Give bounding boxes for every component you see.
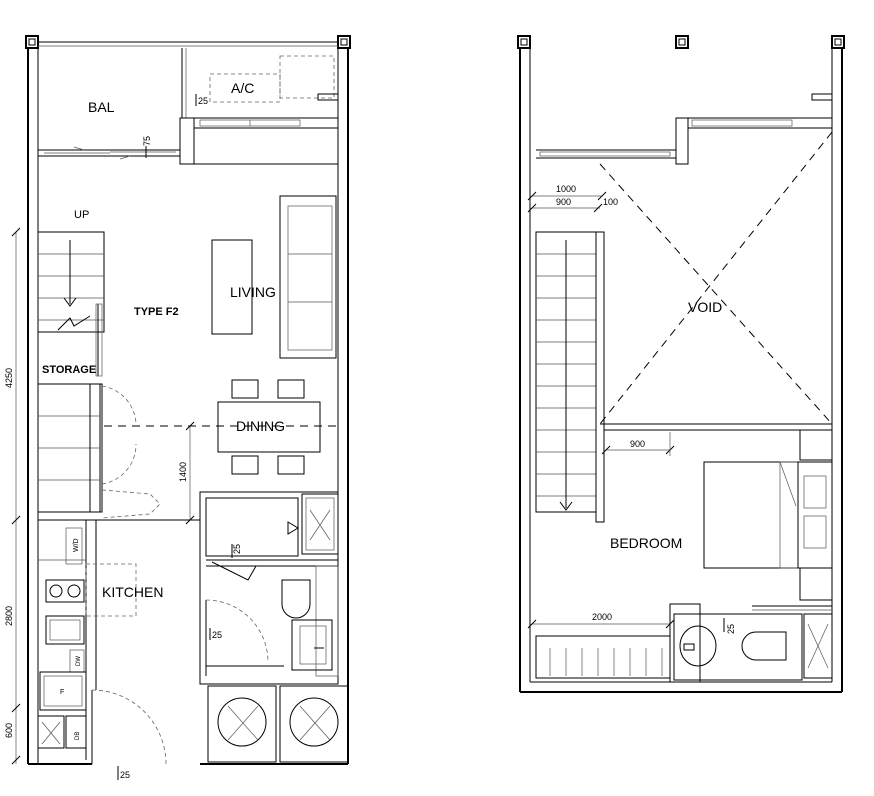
- condenser-unit-1: [207, 685, 277, 763]
- label-db: DB: [75, 732, 81, 740]
- column-top-right: [337, 35, 351, 49]
- column-upper-right: [831, 35, 845, 49]
- dim-600: 600: [4, 723, 14, 738]
- dim-100: 100: [603, 197, 618, 207]
- label-living: LIVING: [230, 284, 276, 300]
- dim-25-bath: 25: [232, 544, 242, 554]
- toilet: [281, 579, 311, 619]
- column-top-left: [25, 35, 39, 49]
- dim-4250: 4250: [4, 368, 14, 388]
- label-stair-up: UP: [74, 209, 89, 221]
- label-dishwasher: DW: [76, 656, 82, 666]
- dim-75: 75: [142, 136, 152, 146]
- label-ac: A/C: [231, 80, 254, 96]
- dim-25-entry: 25: [120, 770, 130, 780]
- dim-900-bed: 900: [630, 439, 645, 449]
- upper-toilet: [741, 631, 787, 661]
- wardrobe: [535, 635, 671, 679]
- condenser-unit-2: [279, 685, 349, 763]
- dim-900-top: 900: [556, 197, 571, 207]
- label-kitchen: KITCHEN: [102, 584, 163, 600]
- sink: [45, 615, 85, 645]
- coffee-table: [211, 239, 253, 335]
- hob: [45, 579, 85, 603]
- dim-1000: 1000: [556, 184, 576, 194]
- label-void: VOID: [688, 299, 722, 315]
- label-dining: DINING: [236, 418, 285, 434]
- fridge: [39, 671, 87, 711]
- label-plan-type: TYPE F2: [134, 306, 179, 318]
- column-upper-mid: [675, 35, 689, 49]
- label-balcony: BAL: [88, 99, 115, 115]
- lower-floor-plan: [11, 35, 351, 780]
- dim-25-upper-bath: 25: [726, 624, 736, 634]
- basin: [679, 625, 717, 667]
- dim-1400: 1400: [178, 462, 188, 482]
- dim-25-ac: 25: [198, 96, 208, 106]
- dim-2000: 2000: [592, 612, 612, 622]
- sofa: [279, 195, 337, 359]
- column-upper-left: [517, 35, 531, 49]
- label-storage: STORAGE: [42, 364, 96, 376]
- dim-25-kitchen: 25: [212, 630, 222, 640]
- upper-floor-plan: [517, 35, 845, 693]
- dim-2800: 2800: [4, 606, 14, 626]
- dining-table: [217, 401, 321, 453]
- bed: [703, 461, 799, 569]
- label-bedroom: BEDROOM: [610, 535, 682, 551]
- label-fridge: F: [60, 689, 64, 696]
- label-washer-dryer: W/D: [73, 538, 80, 552]
